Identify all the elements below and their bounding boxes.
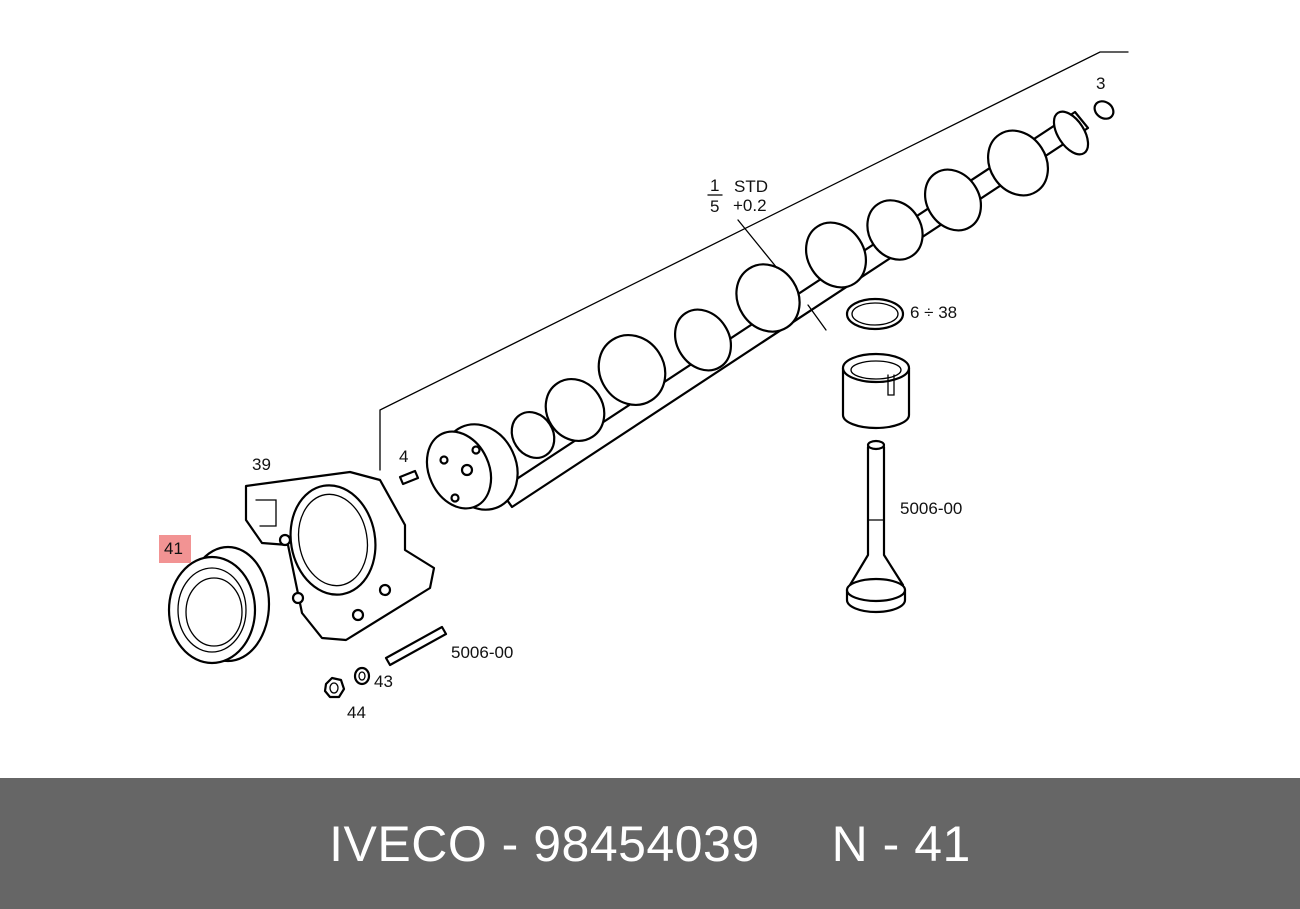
part-info-footer: IVECO - 98454039 N - 41 — [0, 778, 1300, 909]
part-info-text: IVECO - 98454039 N - 41 — [329, 815, 971, 873]
callout-6-38: 6 ÷ 38 — [910, 303, 957, 322]
assembly-frame-line — [379, 51, 1129, 471]
position-number: 41 — [914, 815, 971, 872]
bearing-ring — [845, 297, 905, 331]
callout-std: STD — [734, 177, 768, 196]
callout-3: 3 — [1096, 74, 1105, 93]
exploded-parts-diagram: 3 1 5 STD +0.2 6 ÷ 38 5006-00 4 39 41 50… — [159, 51, 1129, 722]
part-4-dowel-pin — [398, 469, 420, 486]
camshaft — [425, 110, 1090, 511]
part-44-nut — [323, 676, 346, 699]
part-41-seal — [167, 545, 271, 665]
callout-oversize: +0.2 — [733, 196, 767, 215]
diagram-svg: 3 1 5 STD +0.2 6 ÷ 38 5006-00 4 39 41 50… — [159, 51, 1129, 722]
highlight-marker — [159, 535, 191, 563]
callout-valve-ref: 5006-00 — [900, 499, 962, 518]
separator: - — [501, 815, 519, 872]
tappet-bush — [841, 352, 911, 430]
camshaft-flange — [425, 423, 519, 511]
part-3-plug — [1093, 100, 1115, 120]
stud — [384, 625, 448, 667]
callout-4: 4 — [399, 447, 408, 466]
callout-43: 43 — [374, 672, 393, 691]
position-separator: - — [882, 815, 900, 872]
position-prefix: N — [831, 815, 869, 872]
leader-line — [737, 219, 778, 269]
cam-lobe — [510, 129, 1050, 459]
leader-line — [807, 304, 827, 331]
callout-44: 44 — [347, 703, 366, 722]
valve — [845, 439, 907, 614]
callout-41: 41 — [164, 539, 183, 558]
callout-stud-ref: 5006-00 — [451, 643, 513, 662]
part-number: 98454039 — [533, 815, 760, 872]
part-43-washer — [353, 666, 371, 686]
callout-5: 5 — [710, 197, 719, 216]
part-39-housing — [244, 470, 436, 642]
callout-39: 39 — [252, 455, 271, 474]
brand: IVECO — [329, 815, 488, 872]
callout-1: 1 — [710, 176, 719, 195]
